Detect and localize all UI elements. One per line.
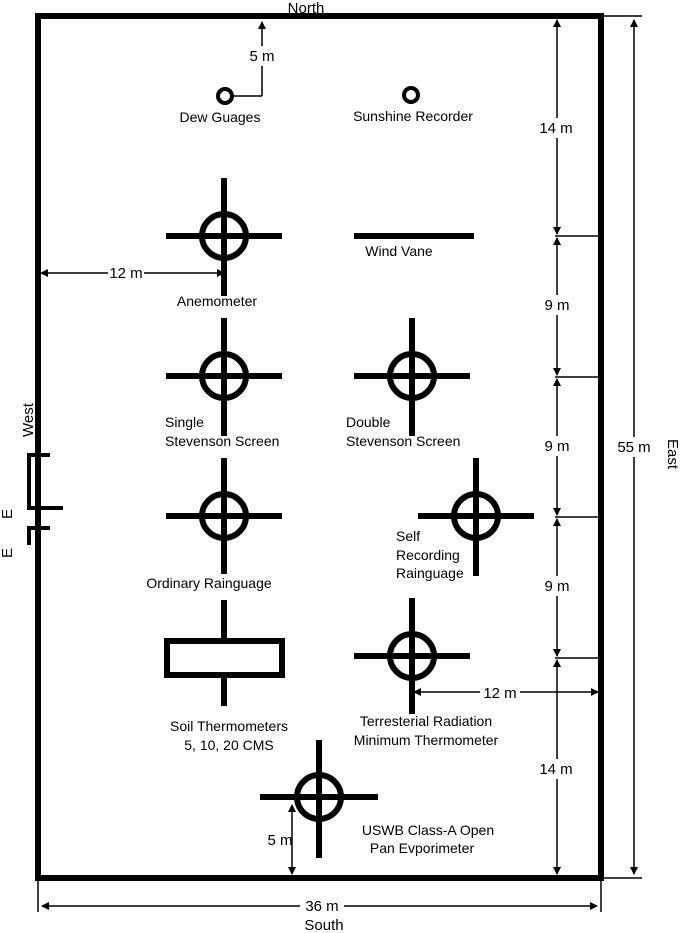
dew-gauges-label: Dew Guages — [180, 109, 261, 125]
west-label: West — [20, 402, 37, 437]
dew-offset-label: 5 m — [249, 48, 274, 65]
south-offset-label: 5 m — [267, 832, 292, 849]
terrestrial-thermometer-symbol — [354, 598, 470, 714]
self-recording-label-line3: Rainguage — [396, 565, 464, 581]
double-stevenson-label-line2: Stevenson Screen — [346, 433, 460, 449]
width-label: 36 m — [305, 898, 338, 915]
terrestrial-label-line1: Terresterial Radiation — [360, 713, 492, 729]
length-extension-lines — [604, 15, 642, 879]
self-recording-label-line1: Self — [396, 528, 420, 544]
self-recording-label-line2: Recording — [396, 547, 460, 563]
double-stevenson-label-line1: Double — [346, 414, 391, 430]
east-segment-2-label: 9 m — [544, 297, 569, 314]
soil-thermometers-symbol — [164, 600, 285, 706]
sunshine-recorder-symbol — [402, 86, 420, 104]
soil-thermometers-label-line1: Soil Thermometers — [170, 718, 288, 734]
entrance-label-2: E — [0, 548, 16, 558]
west-offset-label: 12 m — [109, 265, 142, 282]
single-stevenson-label-line1: Single — [165, 414, 204, 430]
east-segment-1-label: 14 m — [539, 120, 572, 137]
dew-gauge-symbol — [216, 87, 234, 105]
entrance-label-1: E — [0, 509, 16, 519]
double-stevenson-screen-symbol — [354, 318, 470, 436]
soil-thermometers-label-line2: 5, 10, 20 CMS — [184, 737, 274, 753]
entrance-gate — [27, 453, 63, 545]
east-segment-ticks — [555, 235, 598, 659]
pan-evaporimeter-label-line1: USWB Class-A Open — [362, 822, 494, 838]
enclosure-boundary — [35, 13, 604, 881]
east-label: East — [664, 439, 681, 470]
wind-vane-label: Wind Vane — [365, 243, 433, 259]
single-stevenson-label-line2: Stevenson Screen — [165, 433, 279, 449]
terrestrial-label-line2: Minimum Thermometer — [354, 732, 499, 748]
pan-evaporimeter-label-line2: Pan Evporimeter — [370, 840, 475, 856]
south-label: South — [304, 917, 343, 933]
east-segment-5-label: 14 m — [539, 761, 572, 778]
width-extension-lines — [37, 881, 602, 912]
sunshine-recorder-label: Sunshine Recorder — [353, 108, 473, 124]
pan-evaporimeter-symbol — [260, 740, 378, 858]
ordinary-rainguage-label: Ordinary Rainguage — [146, 575, 272, 591]
ordinary-rainguage-symbol — [166, 458, 282, 574]
anemometer-label: Anemometer — [177, 293, 257, 309]
terrestrial-offset-label: 12 m — [483, 685, 516, 702]
self-recording-rainguage-symbol — [418, 458, 534, 576]
east-segment-4-label: 9 m — [544, 578, 569, 595]
east-segment-3-label: 9 m — [544, 438, 569, 455]
single-stevenson-screen-symbol — [166, 318, 282, 436]
length-label: 55 m — [617, 439, 650, 456]
north-label: North — [288, 0, 325, 17]
anemometer-symbol — [166, 178, 282, 296]
